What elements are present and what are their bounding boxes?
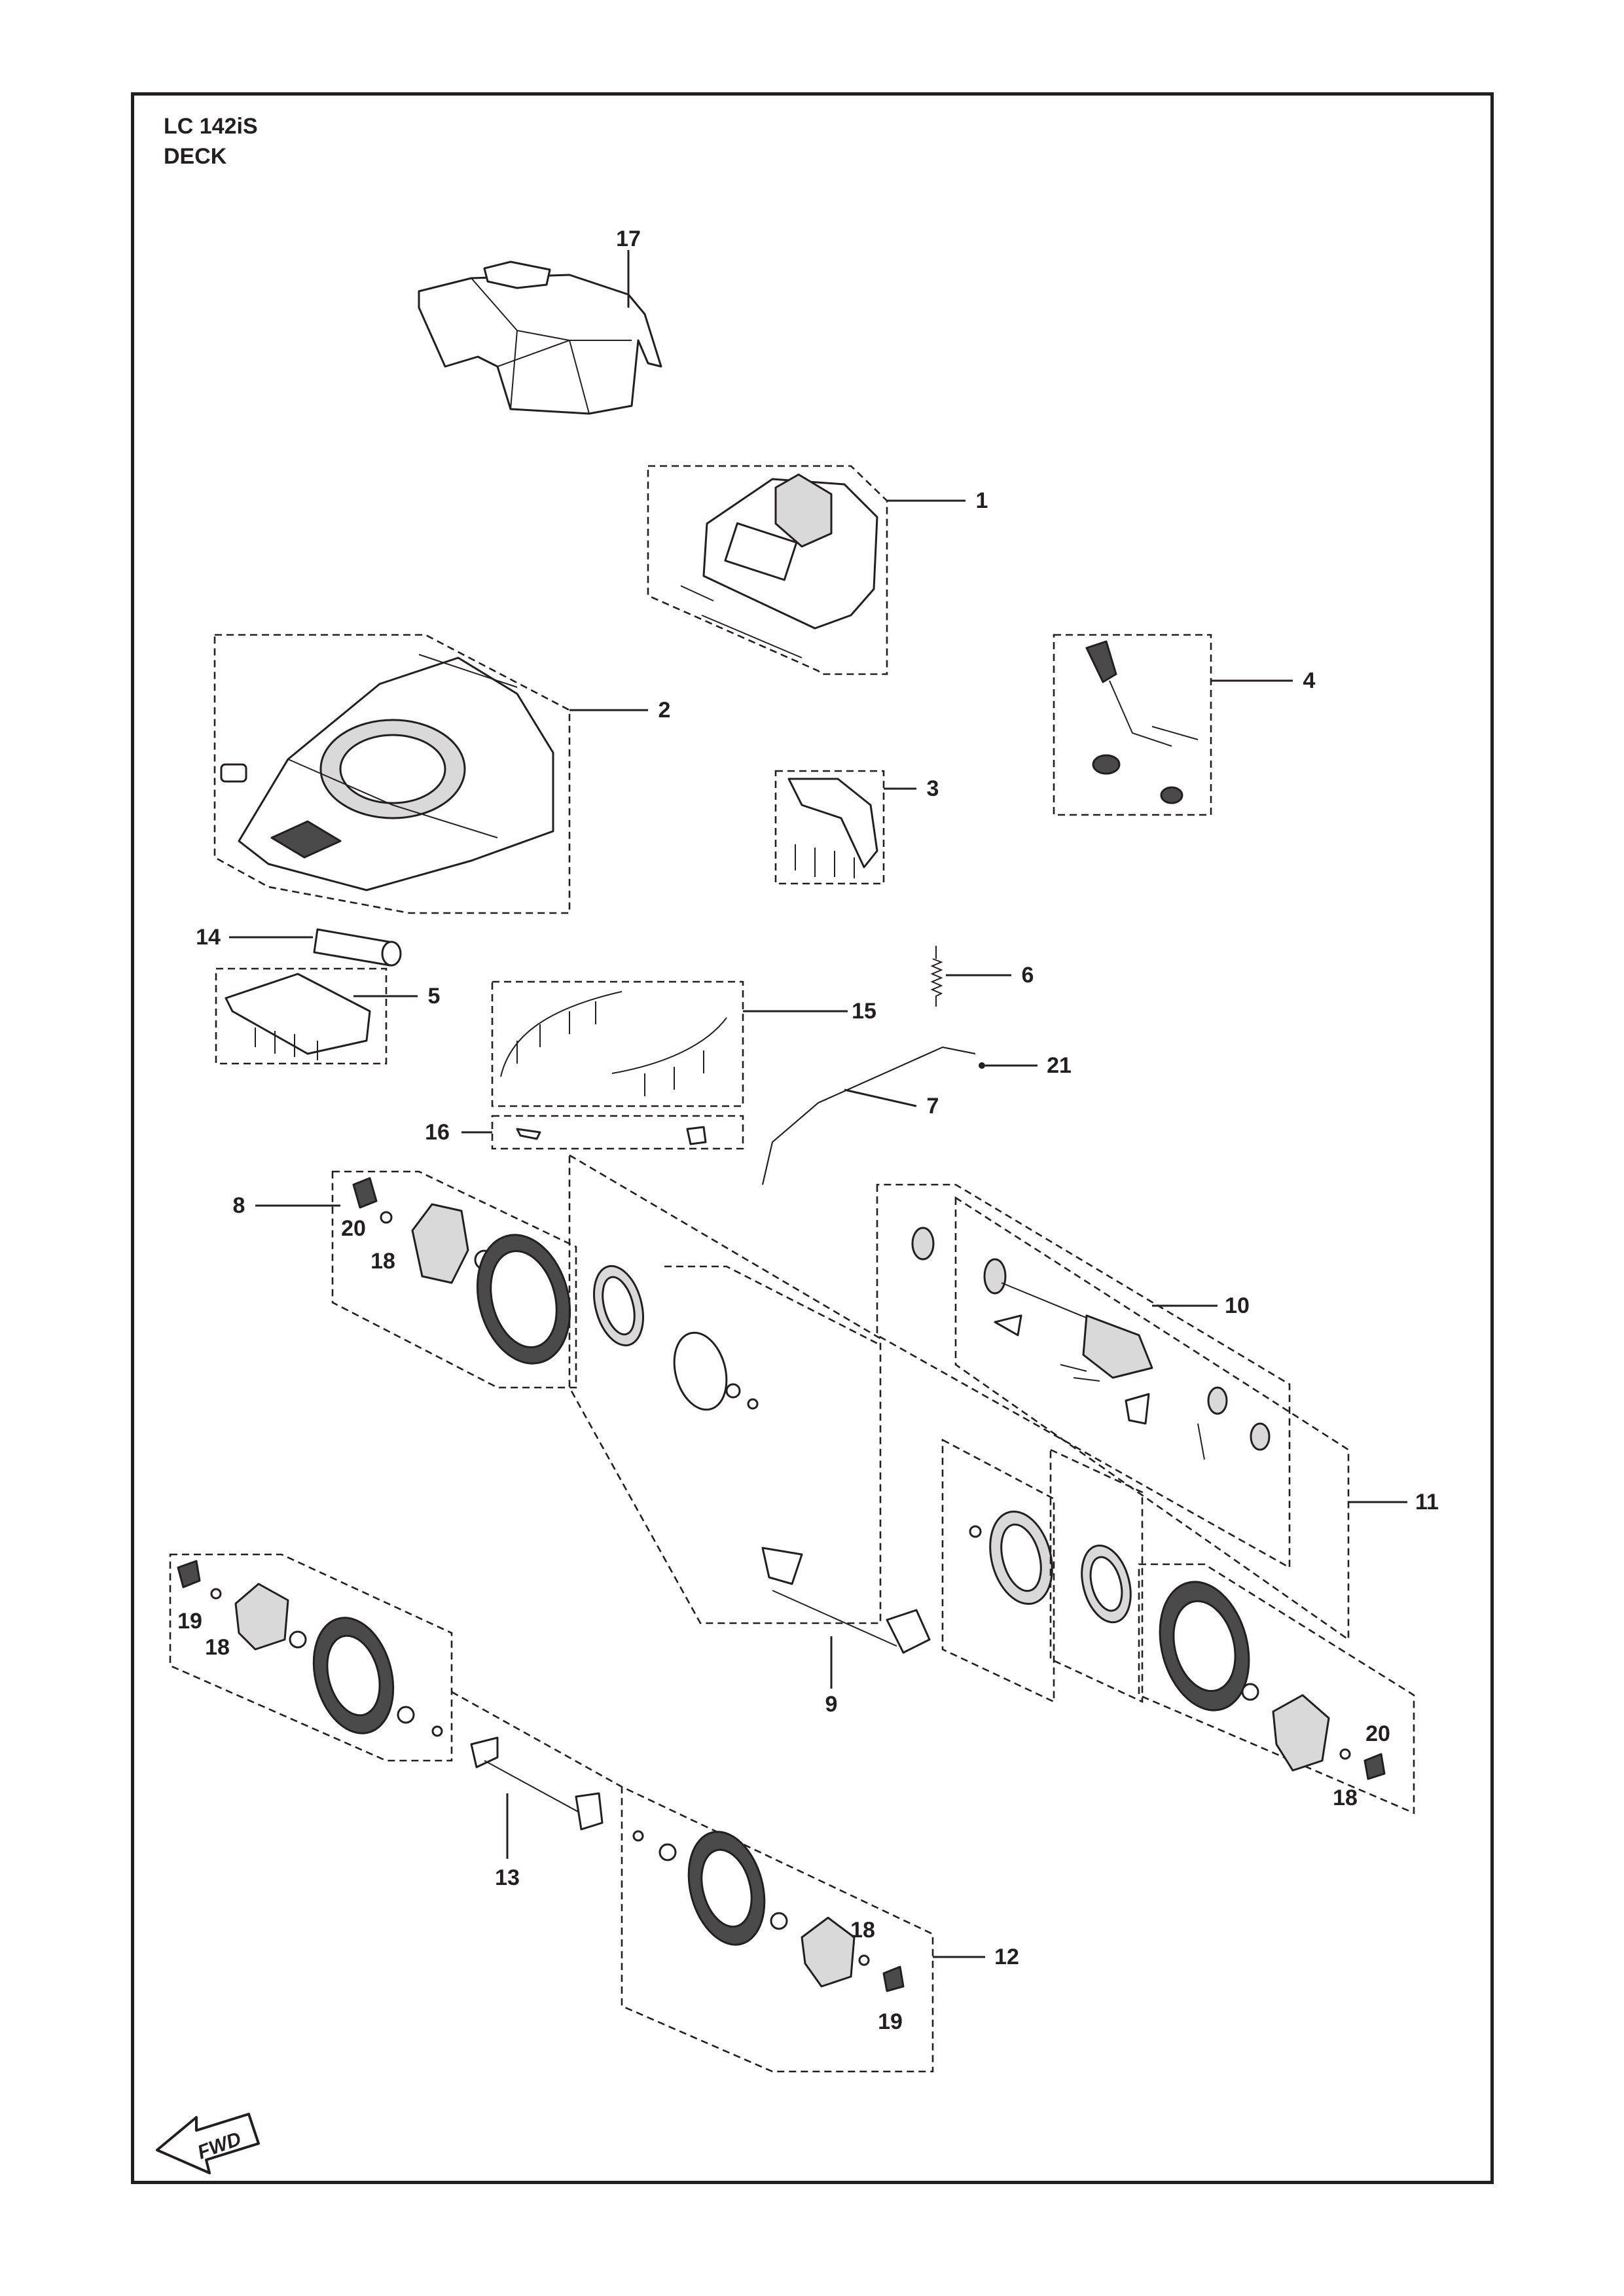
callout-16: 16: [425, 1120, 450, 1145]
group-outline-front-left: [169, 1553, 453, 1762]
callout-20b: 20: [1365, 1721, 1390, 1746]
callout-18b: 18: [1333, 1785, 1358, 1810]
callout-10: 10: [1225, 1293, 1250, 1318]
group-outline-15: [491, 980, 744, 1107]
callout-19a: 19: [177, 1609, 202, 1634]
group-outline-4: [1053, 634, 1212, 816]
group-outline-5: [215, 967, 388, 1065]
part-front-left-wheel: [177, 1560, 443, 1737]
model-title: LC 142iS: [164, 114, 258, 139]
group-outline-8: [331, 1170, 577, 1389]
group-outline-12: [451, 1691, 934, 2073]
group-outline-9b: [664, 1265, 881, 1346]
part-10-gearbox: [911, 1227, 1271, 1460]
part-1-motor-cover: [680, 473, 878, 658]
group-outline-10: [876, 1183, 1291, 1570]
callout-18c: 18: [205, 1635, 230, 1660]
group-outline-9c: [941, 1438, 1055, 1704]
callout-8: 8: [233, 1193, 245, 1218]
group-outline-3: [774, 770, 885, 885]
callout-21: 21: [1047, 1053, 1072, 1078]
part-13-front-axle: [470, 1736, 604, 1831]
group-outline-9a: [568, 1153, 882, 1624]
callout-14: 14: [196, 925, 221, 950]
part-15-cables: [500, 991, 727, 1096]
group-outline-16: [491, 1115, 744, 1150]
callout-5: 5: [428, 984, 441, 1009]
callout-17: 17: [616, 226, 641, 251]
callout-6: 6: [1022, 963, 1034, 988]
callout-18d: 18: [850, 1918, 875, 1943]
part-5-rear-bracket: [225, 973, 371, 1060]
part-6-spring: [930, 946, 943, 1007]
part-2-mower-deck: [220, 654, 554, 891]
part-3-height-guard: [787, 778, 878, 878]
callout-9: 9: [825, 1692, 838, 1717]
callout-11: 11: [1415, 1490, 1439, 1515]
part-14-roller-tube: [313, 928, 402, 967]
callout-7: 7: [927, 1094, 939, 1119]
callout-15: 15: [852, 999, 876, 1024]
part-right-rear-wheel: [1081, 1544, 1386, 1780]
group-outline-2: [213, 634, 571, 914]
part-7-adjust-rod: [762, 1046, 985, 1185]
group-outline-right-wheel: [1138, 1563, 1415, 1814]
callout-12: 12: [994, 1945, 1019, 1969]
callout-19b: 19: [878, 2009, 903, 2034]
group-outline-1: [647, 465, 888, 675]
part-16-clips: [516, 1126, 707, 1145]
part-8-rear-wheel-left: [352, 1177, 571, 1365]
callout-1: 1: [976, 488, 988, 513]
callout-4: 4: [1303, 668, 1316, 693]
part-12-front-right-wheel: [632, 1830, 905, 1992]
part-4-height-lever: [1085, 640, 1199, 804]
callout-2: 2: [659, 698, 671, 723]
callout-13: 13: [495, 1865, 520, 1890]
group-outline-right-ring: [1049, 1448, 1144, 1704]
drawing-frame: [131, 92, 1494, 2184]
callout-3: 3: [927, 776, 939, 801]
callout-18a: 18: [370, 1249, 395, 1274]
part-17-grass-bag-frame: [418, 260, 662, 415]
group-outline-11: [954, 1196, 1350, 1641]
section-title: DECK: [164, 144, 227, 169]
forward-arrow-icon: FWD: [156, 2113, 260, 2174]
part-9-rear-axle: [593, 1265, 1053, 1654]
callout-20a: 20: [341, 1216, 366, 1241]
